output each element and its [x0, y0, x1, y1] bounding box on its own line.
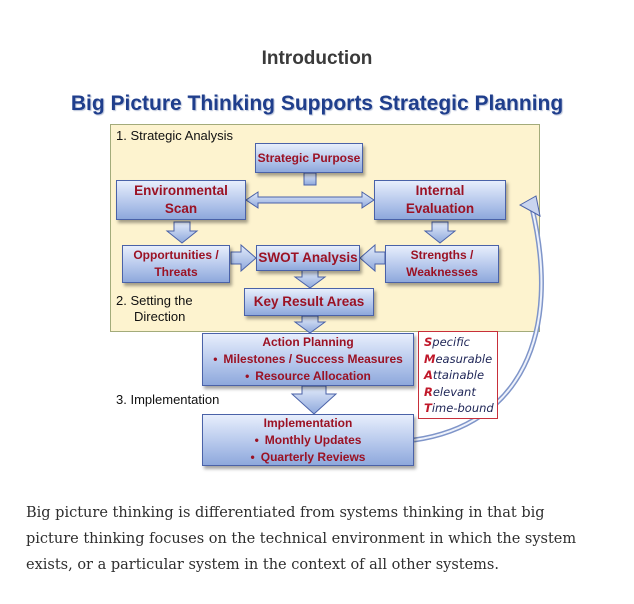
diagram-arrows — [165, 172, 544, 443]
implementation-box: Implementation Monthly Updates Quarterly… — [202, 414, 414, 466]
scan-down-arrow — [165, 221, 199, 244]
smart-item: Specific — [424, 335, 470, 349]
implementation-bullet: Quarterly Reviews — [251, 449, 366, 466]
action-planning-title: Action Planning — [262, 335, 354, 349]
swot-analysis-box: SWOT Analysis — [256, 245, 360, 271]
opportunities-to-swot-arrow — [230, 243, 257, 273]
strengths-to-swot-arrow — [359, 243, 386, 273]
step-strategic-analysis: 1. Strategic Analysis — [116, 128, 234, 143]
action-down-arrow — [290, 385, 338, 415]
implementation-bullet: Monthly Updates — [255, 432, 362, 449]
key-result-areas-box: Key Result Areas — [244, 288, 374, 316]
strategic-planning-diagram: Big Picture Thinking Supports Strategic … — [0, 0, 634, 480]
body-paragraph: Big picture thinking is differentiated f… — [26, 505, 577, 573]
action-planning-box: Action Planning Milestones / Success Mea… — [202, 333, 414, 386]
smart-item: Attainable — [424, 368, 485, 382]
smart-item: Relevant — [424, 384, 476, 399]
opportunities-threats-box: Opportunities / Threats — [122, 245, 230, 283]
step-implementation: 3. Implementation — [116, 392, 220, 407]
scan-evaluation-double-arrow — [245, 191, 375, 209]
strengths-weaknesses-box: Strengths / Weaknesses — [385, 245, 499, 283]
action-planning-bullet: Resource Allocation — [245, 368, 371, 385]
purpose-connector — [303, 172, 317, 186]
strategic-purpose-box: Strategic Purpose — [255, 143, 363, 173]
action-planning-bullet: Milestones / Success Measures — [213, 351, 402, 368]
environmental-scan-box: Environmental Scan — [116, 180, 246, 220]
section-heading: Introduction — [261, 48, 373, 69]
kra-down-arrow — [293, 315, 327, 334]
smart-criteria-box: Specific Measurable Attainable Relevant … — [418, 331, 498, 419]
smart-item: Measurable — [424, 351, 493, 366]
implementation-title: Implementation — [263, 415, 353, 430]
feedback-arrowhead — [518, 195, 541, 217]
smart-item: Time-bound — [424, 401, 494, 415]
evaluation-down-arrow — [423, 221, 457, 244]
swot-down-arrow — [293, 269, 327, 289]
step-setting-direction: 2. Setting the Direction — [116, 293, 193, 324]
internal-evaluation-box: Internal Evaluation — [374, 180, 506, 220]
diagram-title: Big Picture Thinking Supports Strategic … — [70, 92, 564, 115]
